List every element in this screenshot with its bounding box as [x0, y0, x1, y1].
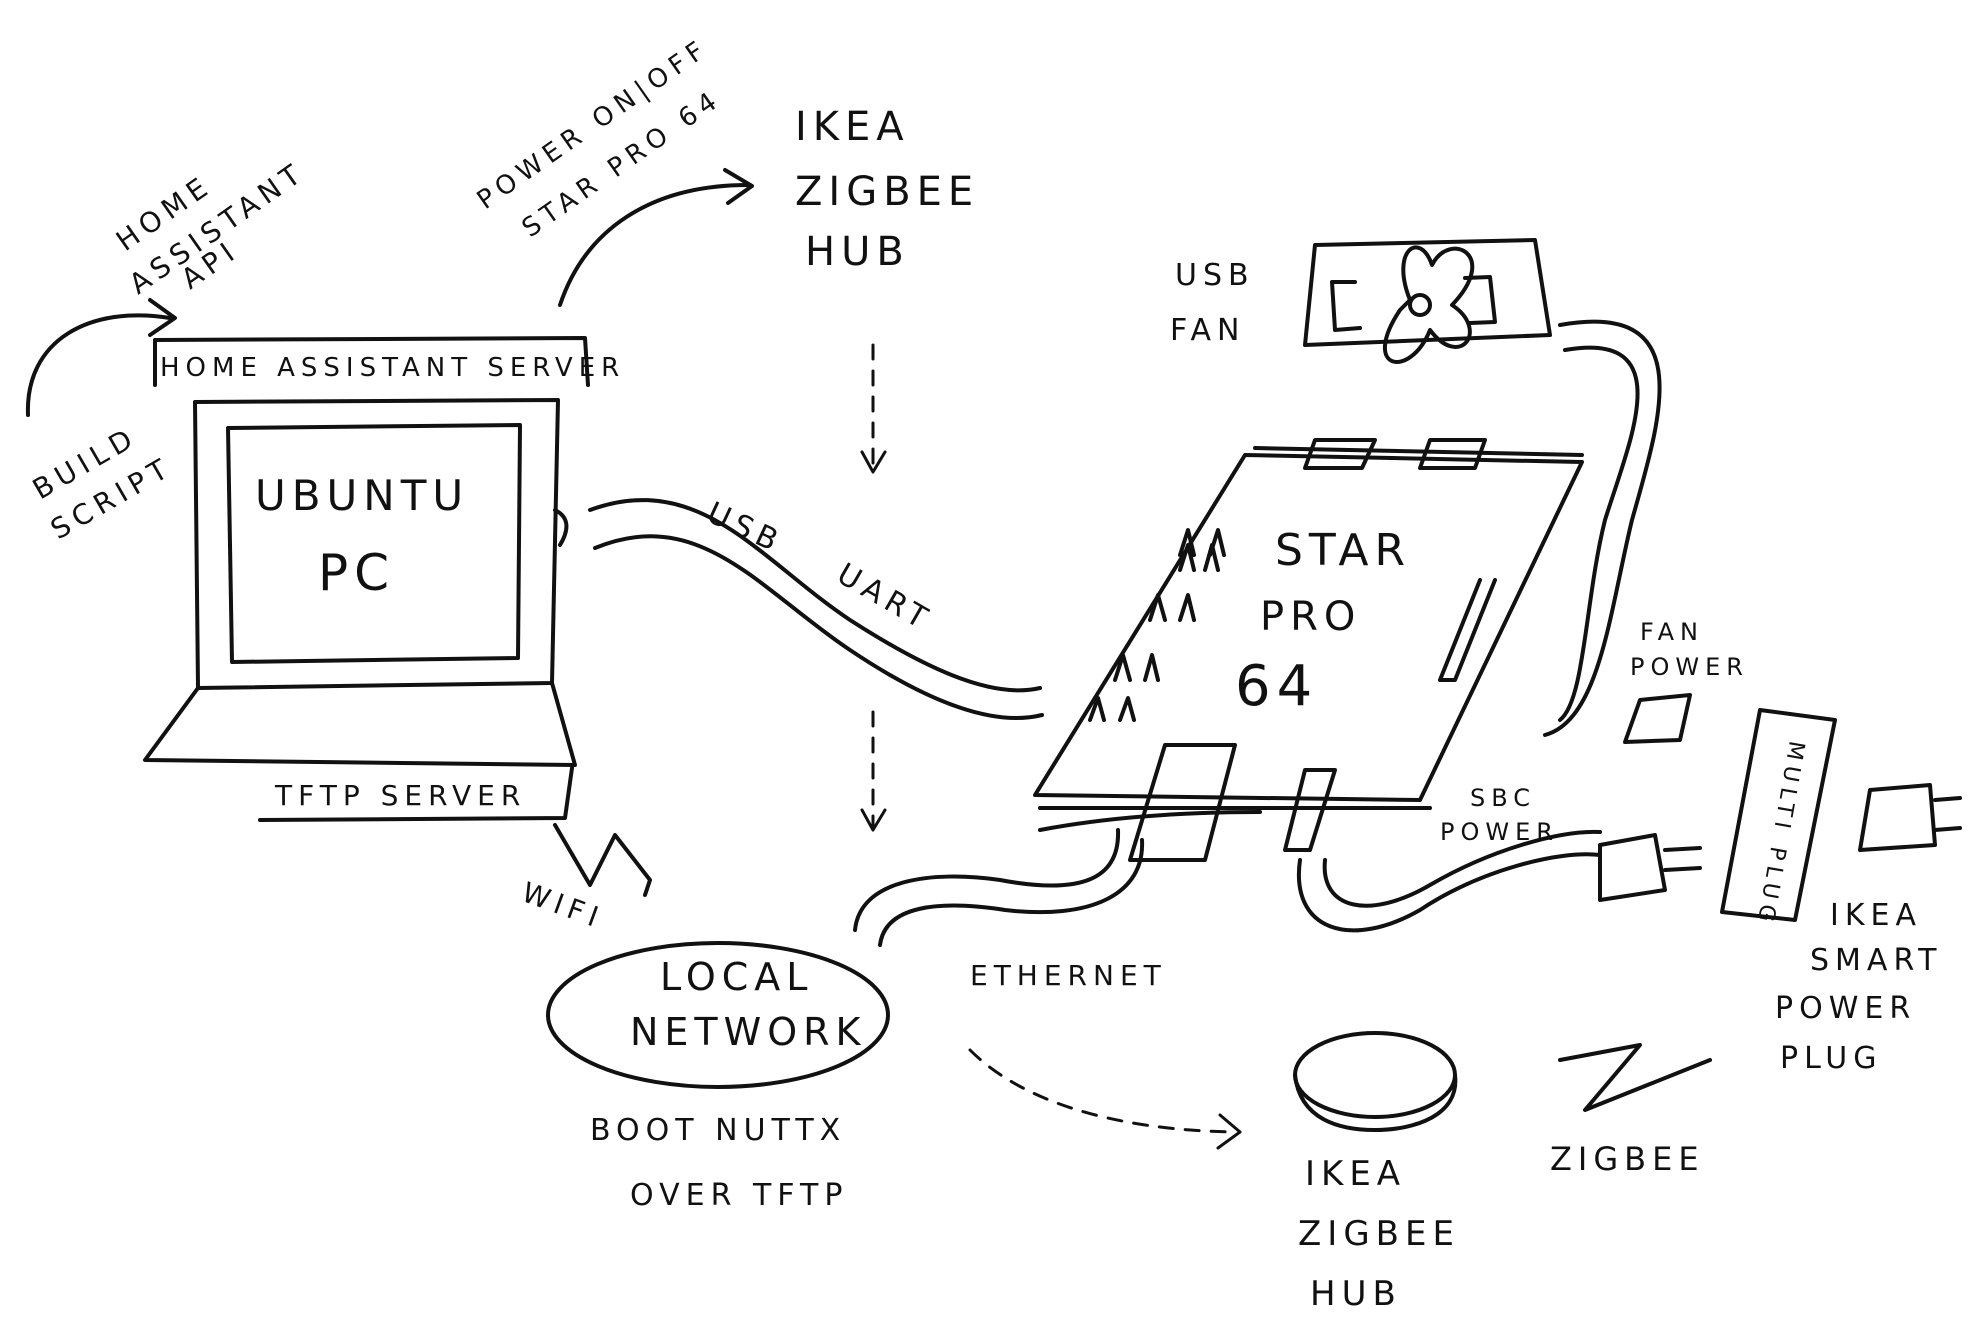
server-label-frame — [153, 336, 590, 387]
board-outline — [1033, 453, 1584, 802]
over-tftp-label: OVER TFTP — [630, 1178, 848, 1213]
network-to-hub-dashed-line — [968, 1048, 1237, 1134]
fan-cable-inner — [1558, 345, 1640, 722]
ikea-label-bottom: IKEA — [1305, 1154, 1406, 1194]
zigbee-lightning-icon — [1558, 1043, 1712, 1112]
ikea-zigbee-hub-top: IKEA ZIGBEE HUB — [795, 104, 979, 832]
sbc-plug-tip — [1663, 846, 1702, 872]
fan-power-fan-label: FAN — [1640, 618, 1704, 646]
usb-port-2 — [1418, 438, 1487, 470]
tftp-server-label: TFTP SERVER — [274, 779, 526, 812]
board-64-label: 64 — [1235, 654, 1318, 719]
laptop: HOME ASSISTANT SERVER UBUNTU PC TFTP SER… — [143, 336, 625, 822]
power-onoff-arrow — [558, 183, 750, 307]
ethernet-cable-inner — [878, 838, 1145, 947]
gpio-pins — [1088, 528, 1226, 722]
ikea-smart-plug — [1858, 783, 1937, 852]
sbc-power-cable-outer — [1296, 852, 1602, 933]
zigbee-hub-device-top — [1293, 1031, 1457, 1119]
hub-label-top: HUB — [805, 229, 910, 275]
ikea-zigbee-hub-bottom: IKEA ZIGBEE HUB ZIGBEE — [1293, 1031, 1712, 1314]
zigbee-label-top: ZIGBEE — [795, 169, 979, 215]
usb-fan: USB FAN FAN POWER — [1170, 238, 1749, 744]
power-chain: SBC POWER MULTI PLUG IKEA SMART POWER PL… — [1296, 708, 1962, 1076]
sbc-plug — [1598, 833, 1667, 902]
tftp-label-underline — [258, 766, 574, 822]
usb-fan-usb-label: USB — [1175, 258, 1255, 293]
local-network-cloud — [546, 941, 890, 1089]
sd-slot — [1438, 578, 1497, 682]
sbc-label: SBC — [1470, 784, 1536, 812]
power-onoff-annotation: POWER ON|OFF STAR PRO 64 — [472, 33, 754, 307]
ubuntu-label: UBUNTU — [255, 471, 469, 520]
smart-label: SMART — [1810, 943, 1942, 978]
power-label: POWER — [1775, 991, 1916, 1026]
zigbee-hub-device-base — [1293, 1073, 1458, 1132]
laptop-screen-inner — [226, 423, 522, 664]
uart-label: UART — [831, 557, 938, 639]
hub-label-bottom: HUB — [1310, 1274, 1402, 1314]
hub-to-board-arrowhead — [860, 450, 887, 474]
multi-plug-body — [1720, 708, 1837, 922]
board-rail-top — [1253, 446, 1584, 457]
ikea-label-top: IKEA — [795, 104, 910, 150]
usb-uart-cable: USB UART — [588, 496, 1044, 720]
ethernet-port — [1128, 743, 1237, 862]
power-jack — [1283, 768, 1337, 852]
ethernet-label: ETHERNET — [970, 959, 1167, 992]
fan-cable-outer — [1543, 319, 1662, 737]
fan-power-power-label: POWER — [1630, 653, 1749, 681]
local-label: LOCAL — [660, 955, 813, 999]
power-onoff-arrowhead — [723, 168, 754, 205]
laptop-hinge — [553, 508, 569, 547]
fan-power-plug — [1623, 693, 1692, 744]
ikea-smart-label: IKEA — [1830, 898, 1922, 933]
ethernet-cable-outer — [853, 828, 1121, 932]
plug-label: PLUG — [1780, 1041, 1883, 1076]
zigbee-label-bottom: ZIGBEE — [1298, 1214, 1460, 1254]
board-side-cable-left — [1038, 810, 1262, 832]
zigbee-label: ZIGBEE — [1550, 1140, 1705, 1178]
home-assistant-server-label: HOME ASSISTANT SERVER — [160, 353, 625, 383]
network: WIFI LOCAL NETWORK ETHERNET BOOT NUTTX O… — [518, 823, 1242, 1213]
pro-label: PRO — [1260, 594, 1361, 640]
usb-fan-fan-label: FAN — [1170, 313, 1245, 348]
fan-bracket-left — [1330, 280, 1362, 332]
fan-blades-icon — [1382, 245, 1475, 364]
pc-label: PC — [318, 544, 395, 602]
usb-uart-cable-bottom — [593, 534, 1044, 720]
laptop-base — [143, 681, 577, 767]
build-script-arrowhead — [148, 298, 177, 337]
boot-nuttx-label: BOOT NUTTX — [590, 1113, 846, 1148]
sbc-power-label: POWER — [1440, 818, 1559, 846]
build-script-arrow — [25, 313, 172, 417]
star-label: STAR — [1275, 525, 1411, 576]
star-pro-64-board: STAR PRO 64 — [1033, 438, 1584, 862]
network-to-hub-arrowhead — [1216, 1113, 1242, 1150]
uart-to-network-arrowhead — [860, 808, 887, 832]
fan-bracket-right — [1463, 275, 1497, 325]
usb-uart-cable-top — [588, 498, 1042, 693]
wifi-label: WIFI — [518, 876, 609, 936]
wifi-lightning-icon — [553, 823, 652, 897]
ikea-smart-plug-prongs — [1933, 796, 1962, 832]
usb-port-1 — [1303, 438, 1377, 470]
network-label: NETWORK — [630, 1010, 866, 1054]
fan-body — [1303, 238, 1552, 347]
sbc-power-cable-inner — [1322, 829, 1602, 908]
fan-hub — [1408, 293, 1432, 317]
